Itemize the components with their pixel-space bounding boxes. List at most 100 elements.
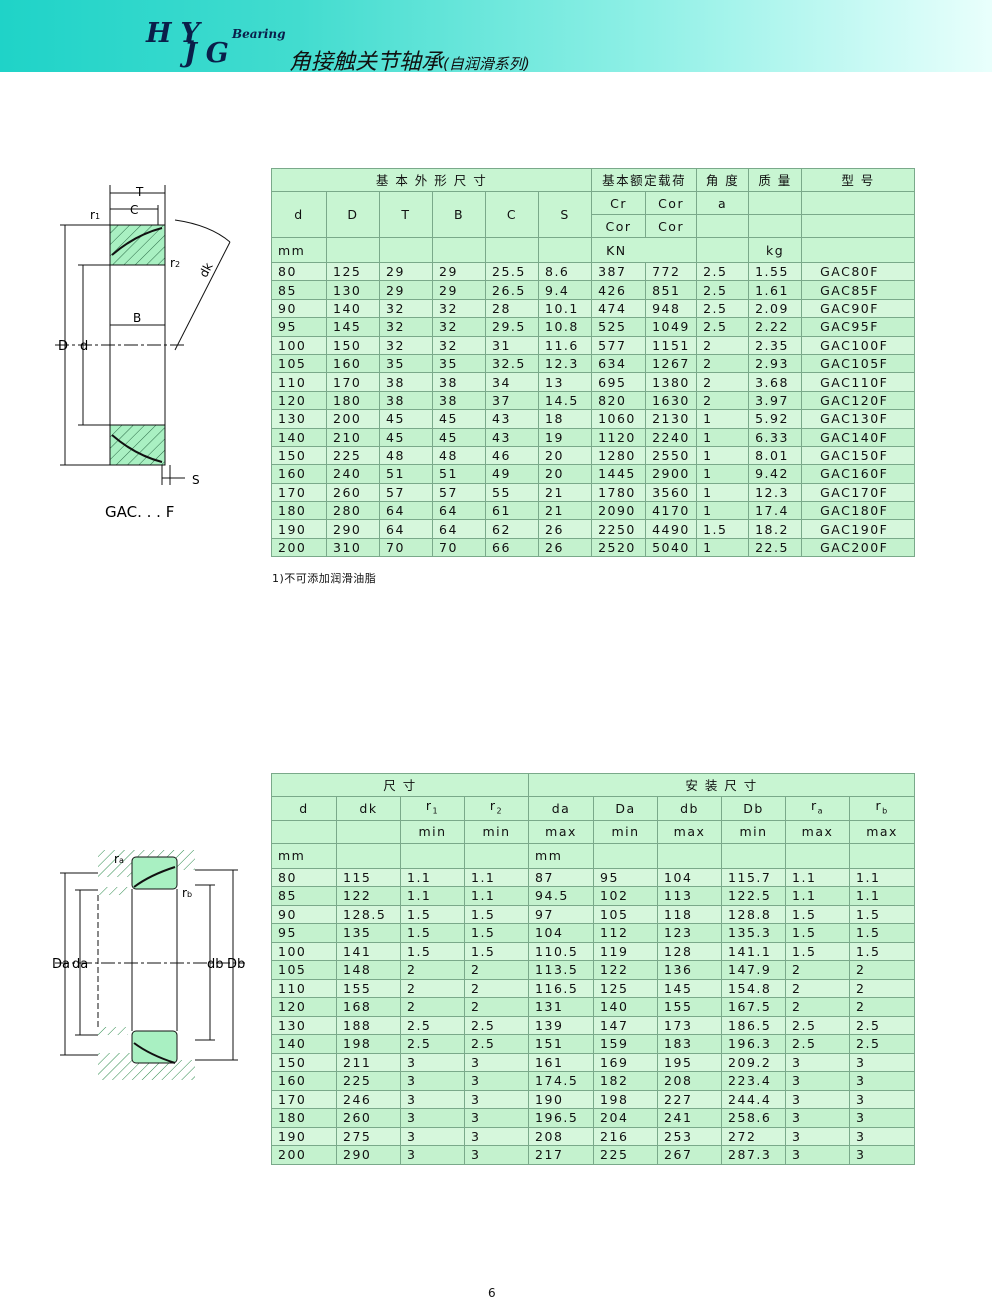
table-cell: 2 (849, 978, 916, 998)
table-cell: 169 (593, 1052, 659, 1072)
table-cell: 141 (336, 941, 401, 961)
blank-cell (696, 237, 750, 263)
table-cell: 48 (379, 445, 433, 466)
table-cell: 110.5 (528, 941, 595, 961)
table-cell: 2.5 (463, 1015, 530, 1035)
dim-label-dk: dk (196, 260, 215, 279)
col-angle-sym: a (696, 191, 750, 215)
table-cell: 8.6 (537, 261, 593, 282)
page-title-main: 角接触关节轴承 (289, 50, 444, 75)
table-cell: 290 (326, 519, 380, 539)
col-d: d (271, 191, 327, 238)
table-cell: 18 (537, 409, 593, 429)
col-header: ra (785, 796, 851, 821)
table-cell: 112 (593, 923, 659, 943)
table-cell: 26 (537, 537, 593, 558)
table-cell: 180 (271, 1108, 337, 1128)
table-cell: 32 (379, 317, 433, 337)
table-cell: 3 (400, 1108, 465, 1128)
table-cell: 140 (271, 427, 327, 447)
table-cell: GAC120F (801, 390, 916, 411)
table-cell: 290 (336, 1145, 401, 1165)
table-cell: 209.2 (721, 1052, 787, 1072)
col-header: dk (336, 796, 401, 821)
table-cell: 695 (591, 372, 647, 392)
blank-cell (785, 842, 851, 869)
table-cell: 4490 (645, 519, 698, 539)
dim-label-r1: r1 (90, 208, 100, 222)
unit-mm: mm (271, 842, 337, 869)
table-cell: 46 (485, 445, 539, 466)
table-cell: 2.5 (785, 1015, 851, 1035)
col-cor-2a: Cor (591, 214, 647, 238)
col-cr: Cr (591, 191, 647, 215)
col-C: C (485, 191, 539, 238)
table-cell: 195 (657, 1052, 723, 1072)
table-cell: 188 (336, 1015, 401, 1035)
table-cell: 180 (271, 501, 327, 521)
table-cell: 2.5 (849, 1015, 916, 1035)
table-cell: 3 (785, 1071, 851, 1091)
table-cell: 1.1 (785, 867, 851, 887)
table-cell: 19 (537, 427, 593, 447)
table-cell: 57 (432, 482, 486, 503)
table-cell: 125 (326, 261, 380, 282)
col-cor-2b: Cor (645, 214, 698, 238)
table-cell: 310 (326, 537, 380, 558)
table-cell: 13 (537, 372, 593, 392)
drawing-caption: GAC. . . F (105, 503, 174, 521)
blank-cell (326, 237, 380, 263)
table-cell: 110 (271, 978, 337, 998)
table-cell: 64 (379, 519, 433, 539)
table-cell: 2 (400, 960, 465, 980)
table-cell: 225 (336, 1071, 401, 1091)
table-cell: GAC110F (801, 372, 916, 392)
blank-cell (801, 214, 916, 238)
table-cell: 120 (271, 390, 327, 411)
table-cell: 10.8 (537, 317, 593, 337)
table-cell: 35 (379, 353, 433, 374)
table-cell: 94.5 (528, 886, 595, 906)
table-cell: 21 (537, 482, 593, 503)
table-cell: 3 (785, 1052, 851, 1072)
table-cell: 2 (849, 960, 916, 980)
table-cell: 9.42 (748, 464, 803, 484)
table-cell: 45 (379, 409, 433, 429)
table-cell: 204 (593, 1108, 659, 1128)
table-cell: 3 (400, 1145, 465, 1165)
table-cell: 577 (591, 335, 647, 355)
table-cell: 1.1 (849, 886, 916, 906)
table-cell: 1 (696, 464, 750, 484)
dim-label-C: C (130, 203, 138, 217)
table-cell: 1.5 (696, 519, 750, 539)
table-cell: 128.8 (721, 904, 787, 924)
table-cell: 95 (271, 923, 337, 943)
table-cell: 115 (336, 867, 401, 887)
table-cell: 38 (379, 372, 433, 392)
table-cell: 29 (379, 280, 433, 300)
table-cell: 186.5 (721, 1015, 787, 1035)
footnote: 1)不可添加润滑油脂 (272, 572, 377, 585)
table-cell: 772 (645, 261, 698, 282)
col-header: r2 (463, 796, 530, 821)
table-cell: 1 (696, 501, 750, 521)
table-cell: 240 (326, 464, 380, 484)
table-cell: 474 (591, 298, 647, 319)
table-cell: 200 (271, 1145, 337, 1165)
limit-header (271, 819, 337, 844)
table-cell: 43 (485, 427, 539, 447)
table-cell: 387 (591, 261, 647, 282)
table-cell: 2.93 (748, 353, 803, 374)
table-cell: 260 (326, 482, 380, 503)
